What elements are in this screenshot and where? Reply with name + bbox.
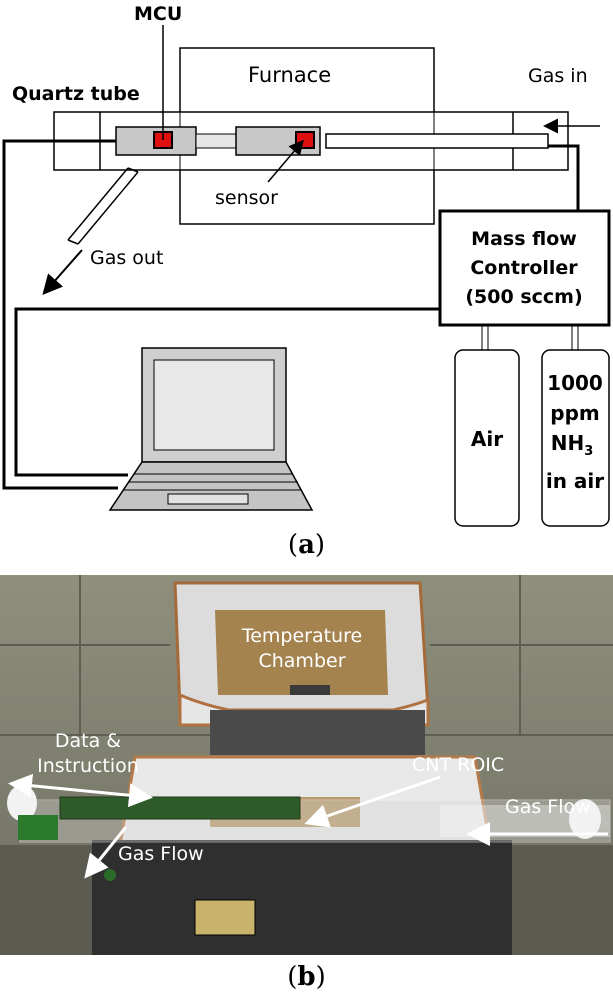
setup-photo: Temperature Chamber Data & Instruction C… — [0, 575, 613, 955]
gas-flow-right-label: Gas Flow — [505, 796, 591, 818]
temperature-label-2: Chamber — [258, 650, 345, 672]
circuit-board — [59, 796, 301, 820]
nh3-label-1: 1000 — [547, 371, 603, 395]
gas-flow-left-label: Gas Flow — [118, 843, 204, 865]
connecting-rod — [195, 133, 237, 149]
gas-out-arrow — [42, 249, 83, 296]
gas-out-label: Gas out — [90, 247, 163, 269]
data-label-2: Instruction — [37, 755, 139, 777]
mass-flow-controller — [438, 209, 611, 327]
air-cylinder — [454, 349, 520, 527]
cnt-roic-label: CNT ROIC — [412, 754, 504, 776]
temperature-label-1: Temperature — [241, 625, 362, 647]
mfc-label-2: Controller — [470, 257, 578, 279]
laptop — [108, 347, 314, 511]
gas-out-pipe — [67, 167, 139, 245]
mcu-label: MCU — [134, 3, 182, 25]
gas-supply-line — [548, 144, 580, 211]
cnt-roic-arrow — [304, 775, 441, 828]
data-arrow — [8, 773, 153, 808]
mcu-cable — [2, 139, 118, 490]
gas-flow-left-arrow — [84, 826, 128, 879]
nh3-label-2: ppm — [550, 401, 599, 425]
sensor-pointer — [267, 139, 304, 183]
air-label: Air — [471, 427, 503, 451]
data-label-1: Data & — [55, 730, 121, 752]
sensor-label: sensor — [215, 187, 278, 209]
mfc-label-3: (500 sccm) — [465, 286, 582, 308]
nh3-label-4: in air — [546, 469, 604, 493]
gas-in-label: Gas in — [528, 65, 588, 87]
mfc-cable — [14, 307, 440, 477]
quartz-tube-label: Quartz tube — [12, 83, 140, 105]
nh3-label-3: NH3 — [551, 431, 594, 459]
caption-b: (b) — [287, 962, 326, 992]
nh3-cylinder — [541, 349, 610, 527]
gas-inlet-pipe — [325, 133, 549, 149]
setup-schematic: Furnace Quartz tube MCU sensor Gas in Ga… — [2, 3, 611, 527]
furnace-label: Furnace — [248, 63, 331, 87]
caption-a: (a) — [287, 530, 326, 560]
mfc-label-1: Mass flow — [471, 228, 577, 250]
